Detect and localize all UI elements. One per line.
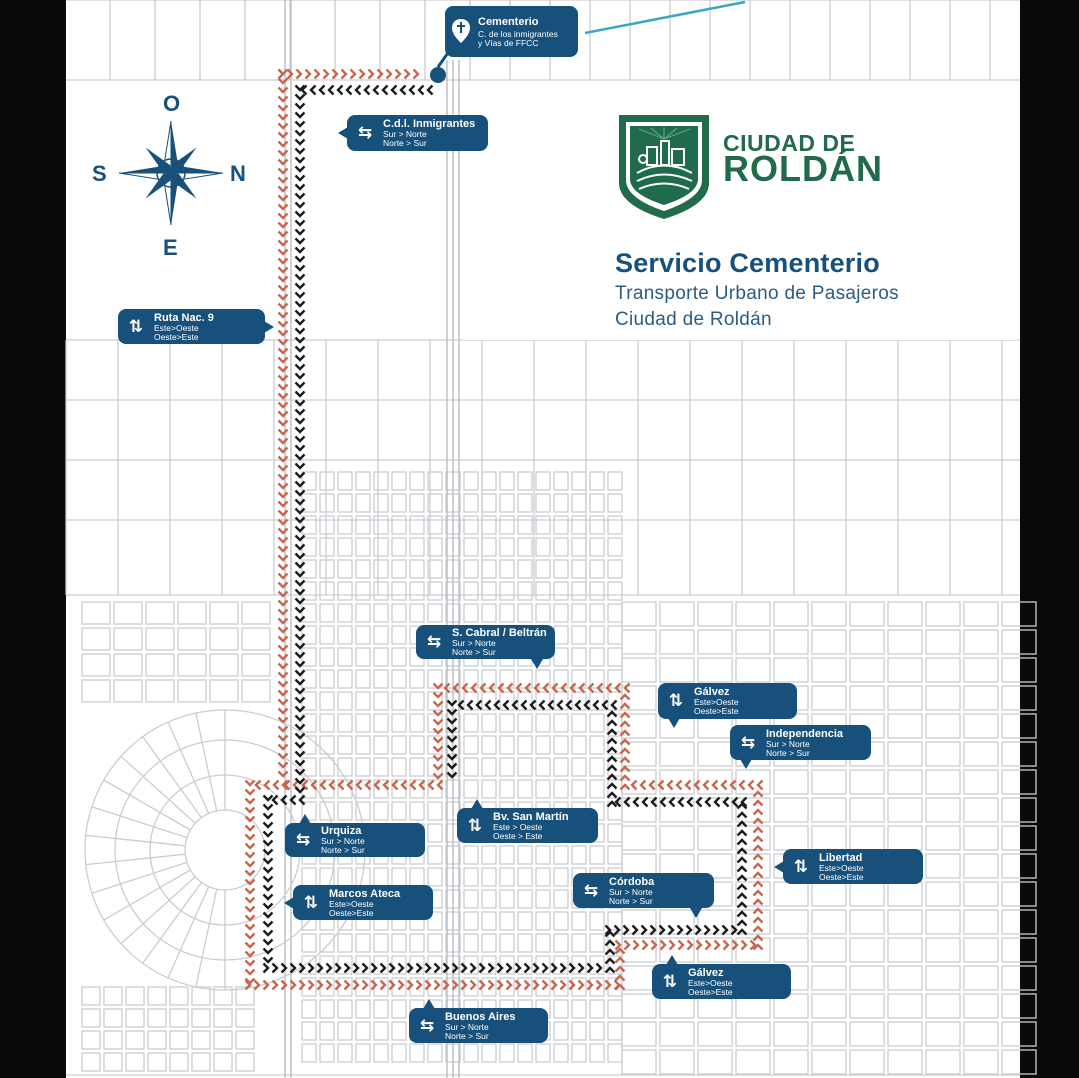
direction-2: Norte > Sur — [321, 845, 365, 856]
direction-1: Sur > Norte — [383, 129, 427, 140]
roldan-shield-logo — [619, 115, 709, 219]
horizontal-arrows-icon: ⇆ — [419, 1015, 435, 1036]
city-name: Ciudad de Roldán — [615, 309, 772, 330]
direction-2: Oeste>Este — [154, 331, 199, 342]
direction-1: Sur > Norte — [766, 738, 810, 749]
vertical-arrows-icon: ⇅ — [793, 856, 809, 877]
direction-1: Este>Oeste — [688, 977, 733, 988]
cemetery-callout[interactable]: Cementerio C. de los inmigrantes y Vías … — [445, 6, 578, 57]
cemetery-sub-1: C. de los inmigrantes — [478, 29, 558, 39]
direction-2: Norte > Sur — [445, 1030, 489, 1041]
street-name: Ruta Nac. 9 — [154, 311, 214, 324]
horizontal-arrows-icon: ⇆ — [357, 123, 373, 143]
direction-1: Este > Oeste — [493, 821, 543, 832]
rail-line — [584, 0, 746, 35]
direction-1: Este>Oeste — [694, 697, 739, 708]
compass-right-label: N — [230, 161, 246, 186]
direction-1: Sur > Norte — [452, 638, 496, 649]
compass-rose-icon — [118, 120, 224, 226]
service-title: Servicio Cementerio — [615, 248, 880, 278]
vertical-arrows-icon: ⇅ — [668, 691, 684, 711]
horizontal-arrows-icon: ⇆ — [295, 830, 311, 850]
city-logo: CIUDAD DE ROLDÁN — [615, 112, 935, 222]
direction-2: Oeste>Este — [329, 907, 374, 918]
direction-2: Norte > Sur — [383, 138, 427, 149]
vertical-arrows-icon: ⇅ — [467, 815, 483, 836]
horizontal-arrows-icon: ⇆ — [583, 880, 599, 901]
street-name: S. Cabral / Beltrán — [452, 627, 547, 640]
direction-1: Sur > Norte — [609, 886, 653, 897]
direction-2: Norte > Sur — [766, 747, 810, 758]
street-name: Libertad — [819, 851, 863, 864]
street-name: Gálvez — [694, 686, 730, 699]
vertical-arrows-icon: ⇅ — [128, 316, 144, 337]
cemetery-name: Cementerio — [478, 16, 539, 28]
street-name: Gálvez — [688, 966, 724, 979]
direction-2: Oeste > Este — [493, 830, 543, 841]
street-name: Bv. San Martín — [493, 810, 569, 823]
direction-2: Oeste>Este — [694, 706, 739, 717]
title-block: Servicio Cementerio Transporte Urbano de… — [615, 248, 899, 331]
direction-1: Este>Oeste — [819, 862, 864, 873]
logo-line-1: CIUDAD DE — [723, 130, 856, 156]
direction-2: Oeste>Este — [819, 871, 864, 882]
vertical-arrows-icon: ⇅ — [662, 971, 678, 992]
horizontal-arrows-icon: ⇆ — [740, 732, 756, 753]
cemetery-dot — [430, 67, 446, 83]
service-subtitle: Transporte Urbano de Pasajeros — [615, 283, 899, 304]
direction-1: Sur > Norte — [321, 836, 365, 847]
logo-line-2: ROLDÁN — [723, 148, 883, 189]
direction-2: Norte > Sur — [609, 895, 653, 906]
direction-2: Norte > Sur — [452, 647, 496, 658]
direction-1: Sur > Norte — [445, 1021, 489, 1032]
compass-bottom-label: E — [163, 235, 178, 260]
cemetery-sub-2: y Vías de FFCC — [478, 38, 539, 48]
bus-routes — [244, 68, 764, 991]
street-name: Marcos Ateca — [329, 887, 401, 900]
direction-1: Este>Oeste — [154, 322, 199, 333]
horizontal-arrows-icon: ⇆ — [426, 632, 442, 652]
info-panel — [462, 84, 1017, 340]
direction-1: Este>Oeste — [329, 898, 374, 909]
compass-north-top-label: O — [163, 91, 181, 116]
cemetery-pin-icon — [452, 19, 470, 43]
circular-neighborhood — [84, 709, 366, 991]
street-name: C.d.l. Inmigrantes — [383, 118, 476, 131]
street-name: Urquiza — [321, 825, 362, 838]
vertical-arrows-icon: ⇅ — [303, 892, 319, 913]
street-name: Independencia — [766, 727, 844, 740]
direction-2: Oeste>Este — [688, 986, 733, 997]
street-name: Córdoba — [609, 875, 655, 888]
street-name: Buenos Aires — [445, 1010, 516, 1023]
compass-left-label: S — [92, 161, 107, 186]
